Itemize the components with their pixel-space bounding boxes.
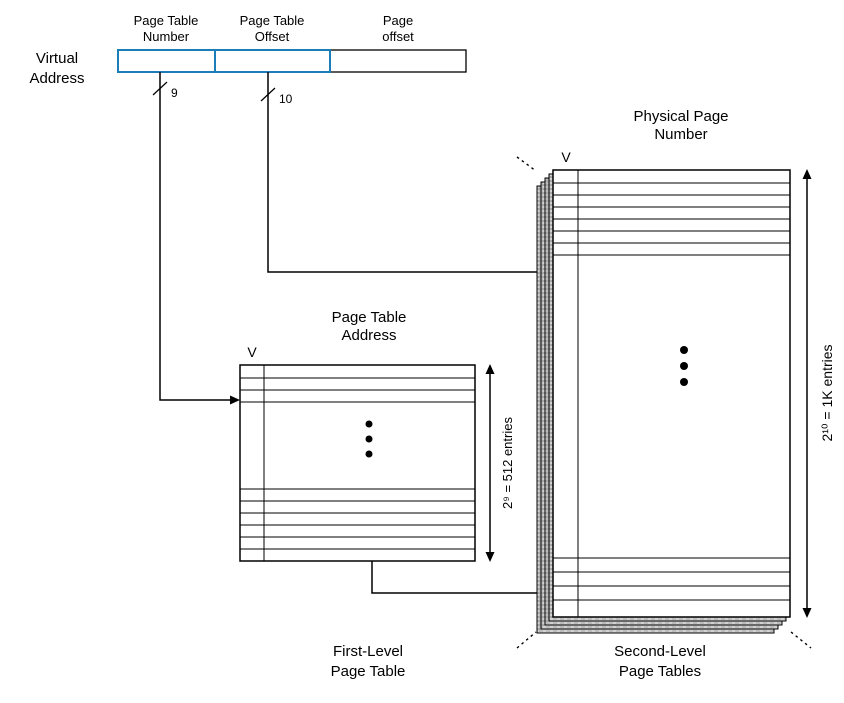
first-level-caption-line1: First-Level [333,643,403,660]
virtual-address-label: Virtual Address [29,50,84,87]
page-table-number-field [117,49,216,73]
stack-continuation-marks [516,156,812,649]
second-level-entries-label: 2¹⁰ = 1K entries [819,344,835,441]
bit-width-10: 10 [279,92,293,106]
second-level-rows [553,182,790,601]
bit-width-9: 9 [171,86,178,100]
first-level-page-table: V Page Table Address [239,309,476,562]
first-level-rows [240,377,475,550]
page-table-offset-label-line2: Offset [255,29,290,44]
page-offset-label-line1: Page [383,13,413,28]
second-level-header-line2: Number [654,126,707,143]
page-offset-label-line2: offset [382,29,414,44]
page-table-number-label-line2: Number [143,29,190,44]
second-level-header-line1: Physical Page [633,108,728,125]
first-level-caption-line2: Page Table [331,663,406,680]
virtual-address-box: Page Table Number Page Table Offset Page… [117,13,467,73]
first-level-header-line1: Page Table [332,309,407,326]
second-level-table-outline [552,169,791,618]
second-level-page-tables: V Physical Page Number [516,108,812,649]
bit-width-marks: 9 10 [152,81,293,106]
ptn-arrowhead [230,395,240,405]
second-level-caption-line1: Second-Level [614,643,706,660]
captions: First-Level Page Table Second-Level Page… [331,643,706,680]
virtual-address-label-line1: Virtual [36,50,78,67]
ptn-arrow [159,72,240,405]
second-level-entries-arrow: 2¹⁰ = 1K entries [802,169,835,618]
first-level-entries-label: 2⁹ = 512 entries [500,417,515,509]
ellipsis-dots [680,346,688,386]
first-level-entries-arrow: 2⁹ = 512 entries [485,364,515,562]
second-level-caption-line2: Page Tables [619,663,701,680]
first-level-table-outline [239,364,476,562]
page-table-offset-field [214,49,331,73]
first-level-valid-header: V [247,344,257,360]
page-table-number-label-line1: Page Table [134,13,199,28]
second-level-valid-header: V [561,149,571,165]
first-level-header-line2: Address [341,327,396,344]
virtual-address-label-line2: Address [29,70,84,87]
ellipsis-dots [365,420,373,458]
page-offset-field [329,49,467,73]
pto-arrow [267,72,551,277]
table-link-arrow [371,561,551,598]
page-table-offset-label-line1: Page Table [240,13,305,28]
